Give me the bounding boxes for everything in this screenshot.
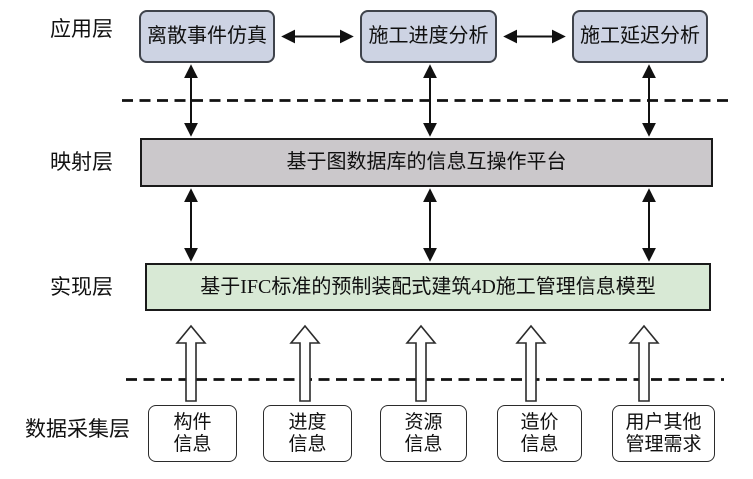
data-box-line: 进度 xyxy=(288,411,327,433)
hollow-up-arrow-5 xyxy=(628,324,660,402)
data-box-line: 信息 xyxy=(288,433,327,455)
box-other-user-management-needs: 用户其他 管理需求 xyxy=(612,405,715,462)
hollow-up-arrow-2 xyxy=(289,324,321,402)
hollow-up-arrow-3 xyxy=(405,324,437,402)
box-graph-database-interoperability-platform: 基于图数据库的信息互操作平台 xyxy=(140,138,713,187)
hollow-up-arrow-1 xyxy=(175,324,207,402)
box-cost-information: 造价 信息 xyxy=(497,405,582,462)
box-schedule-information: 进度 信息 xyxy=(263,405,352,462)
box-discrete-event-simulation: 离散事件仿真 xyxy=(139,10,275,63)
layer-label-application: 应用层 xyxy=(50,17,113,41)
data-box-line: 信息 xyxy=(404,433,443,455)
box-construction-delay-analysis: 施工延迟分析 xyxy=(572,10,708,63)
data-box-line: 管理需求 xyxy=(625,433,702,455)
layer-label-data-collection: 数据采集层 xyxy=(25,417,130,441)
box-resource-information: 资源 信息 xyxy=(380,405,467,462)
data-box-line: 用户其他 xyxy=(625,411,702,433)
box-ifc-4d-construction-management-information-model: 基于IFC标准的预制装配式建筑4D施工管理信息模型 xyxy=(145,263,711,311)
box-component-information: 构件 信息 xyxy=(148,405,237,462)
box-construction-schedule-analysis: 施工进度分析 xyxy=(360,10,497,63)
data-box-line: 资源 xyxy=(404,411,443,433)
data-box-line: 构件 xyxy=(173,411,212,433)
data-box-line: 信息 xyxy=(173,433,212,455)
layer-label-mapping: 映射层 xyxy=(50,150,113,174)
layer-label-implementation: 实现层 xyxy=(50,275,113,299)
data-box-line: 造价 xyxy=(520,411,559,433)
hollow-up-arrow-4 xyxy=(515,324,547,402)
data-box-line: 信息 xyxy=(520,433,559,455)
